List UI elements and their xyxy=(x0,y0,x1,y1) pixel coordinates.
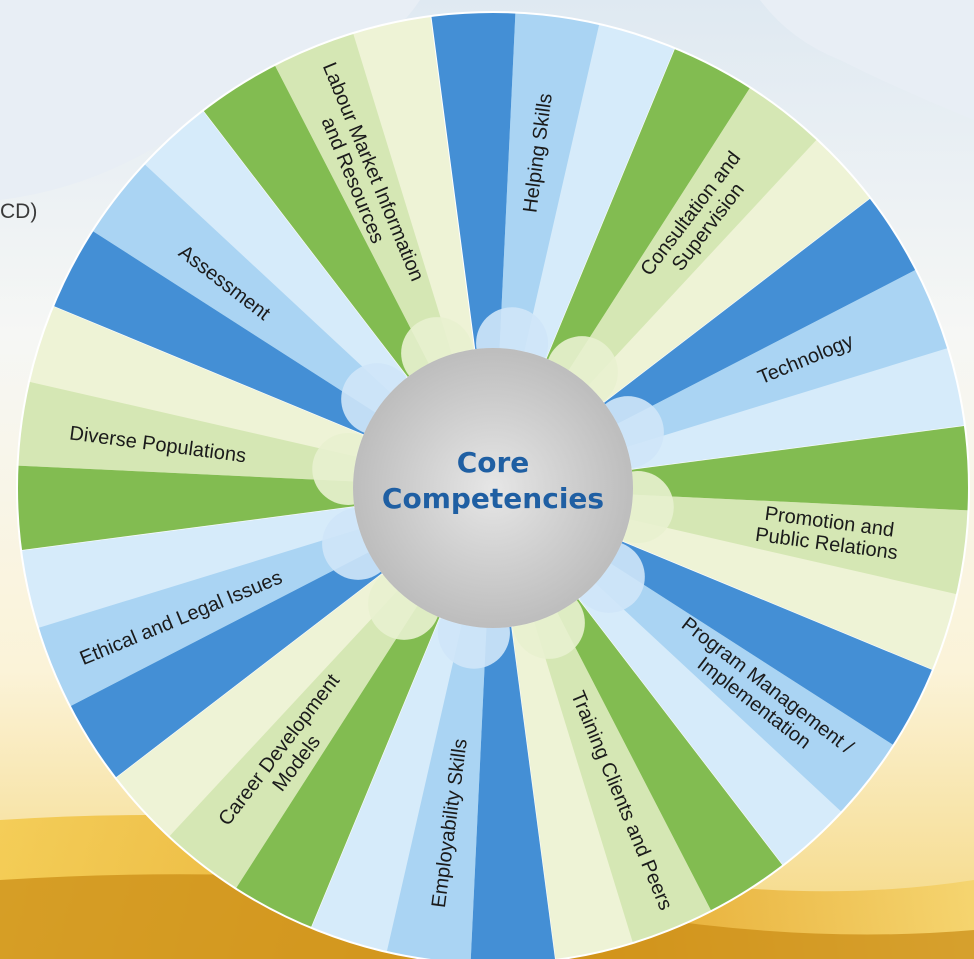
wheel-segment: Consultation andSupervision xyxy=(545,47,872,409)
segment-shade xyxy=(546,48,751,371)
segment-highlight xyxy=(617,269,948,447)
segment-shade xyxy=(430,12,516,350)
segment-highlight xyxy=(629,494,969,595)
segment-shade xyxy=(610,541,933,746)
segment-highlight xyxy=(92,163,391,413)
segment-highlight xyxy=(595,563,894,813)
segment-shade xyxy=(53,230,376,435)
wheel-segment: Ethical and Legal Issues xyxy=(20,505,395,779)
wheel-segment: Promotion andPublic Relations xyxy=(601,425,970,671)
segment-highlight xyxy=(168,590,418,889)
segment-highlight xyxy=(499,12,600,352)
center-hub xyxy=(353,348,633,628)
background-text-fragment: CD) xyxy=(0,200,38,223)
wheel-segment: Program Management /Implementation xyxy=(572,540,934,867)
wheel-segment: Assessment xyxy=(52,109,414,436)
segment-shade xyxy=(631,425,970,511)
segment-shade xyxy=(604,198,916,424)
segment-highlight xyxy=(38,529,369,707)
map-silhouette xyxy=(760,0,974,120)
segment-highlight xyxy=(568,87,818,386)
segment-shade xyxy=(470,626,556,959)
segment-shade xyxy=(235,605,440,928)
segment-highlight xyxy=(274,33,452,364)
wheel-segment: Career DevelopmentModels xyxy=(114,567,441,929)
segment-highlight xyxy=(386,624,487,959)
wheel-segment: Diverse Populations xyxy=(16,305,385,551)
wheel-segment: Technology xyxy=(591,197,966,471)
segment-highlight xyxy=(17,381,357,482)
wheel-segment: Training Clients and Peers xyxy=(510,586,784,959)
wheel-outline xyxy=(16,11,970,959)
segment-shade xyxy=(557,599,783,911)
wheel-segment: Helping Skills xyxy=(430,11,676,380)
center-title-line2: Competencies xyxy=(382,482,604,515)
segment-shade xyxy=(203,65,429,377)
wheel-segment: Labour Market Informationand Resources xyxy=(202,15,476,390)
wheel-segment: Employability Skills xyxy=(310,596,556,959)
segment-shade xyxy=(16,465,355,551)
segment-highlight xyxy=(534,612,712,943)
segment-shade xyxy=(70,552,382,778)
center-title-line1: Core xyxy=(457,446,530,479)
